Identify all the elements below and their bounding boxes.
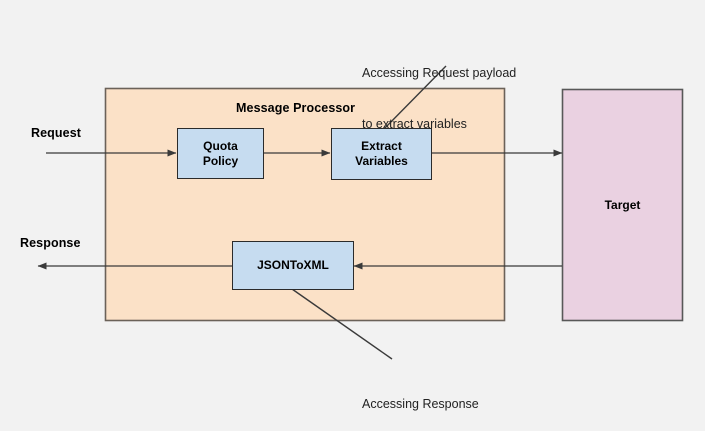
response-annotation: Accessing Response payload to convert fr…: [362, 362, 562, 431]
policy-label-jsontoxml: JSONToXML: [233, 258, 353, 273]
target-container-shape: [561, 88, 684, 322]
request-annotation-line1: Accessing Request payload: [362, 66, 517, 80]
request-flow-label: Request: [31, 126, 82, 140]
request-annotation: Accessing Request payload to extract var…: [362, 31, 562, 167]
response-flow-label: Response: [20, 236, 81, 250]
policy-label-line1: Extract: [361, 139, 402, 153]
policy-label-line1: JSONToXML: [257, 258, 329, 272]
request-annotation-leader-line: [381, 65, 447, 132]
policy-node-quota-policy[interactable]: Quota Policy: [177, 128, 264, 179]
policy-label-line2: Policy: [202, 153, 239, 168]
request-annotation-line2: to extract variables: [362, 117, 467, 131]
message-processor-title: Message Processor: [236, 101, 356, 115]
policy-node-extract-variables[interactable]: Extract Variables: [331, 128, 432, 180]
policy-label-line1: Quota: [203, 138, 238, 153]
target-node[interactable]: Target: [562, 89, 683, 321]
target-label: Target: [604, 197, 641, 212]
policy-label-quota-policy: Quota Policy: [178, 139, 263, 169]
response-annotation-leader-line: [291, 288, 393, 360]
policy-label-extract-variables: Extract Variables: [332, 139, 431, 169]
policy-label-line2: Variables: [355, 154, 408, 168]
policy-node-jsontoxml[interactable]: JSONToXML: [232, 241, 354, 290]
response-annotation-line1: Accessing Response: [362, 397, 479, 411]
